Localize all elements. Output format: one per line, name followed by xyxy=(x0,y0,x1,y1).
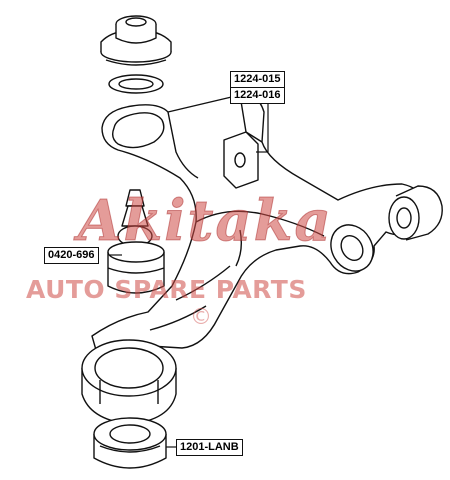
watermark-tagline: AUTO SPARE PARTS xyxy=(26,275,307,304)
watermark-brand-mark: © xyxy=(190,305,212,330)
front-bushing-mounted xyxy=(81,339,177,425)
control-arm xyxy=(91,93,430,351)
upper-arm-part-1: 1224-015 xyxy=(234,73,281,85)
front-bushing-exploded xyxy=(93,417,167,469)
ball-joint-part-label: 0420-696 xyxy=(44,247,99,264)
washer-ring xyxy=(108,74,164,94)
top-bushing xyxy=(100,15,172,66)
ball-joint xyxy=(107,189,165,294)
rear-bushing-exploded xyxy=(388,185,443,241)
upper-arm-part-label: 1224-015 1224-016 xyxy=(230,71,285,104)
rear-bushing-mounted xyxy=(330,224,374,272)
upper-arm-part-2: 1224-016 xyxy=(231,87,284,103)
bushing-part-label: 1201-LANB xyxy=(176,439,243,456)
watermark-logo: Akitaka xyxy=(78,188,333,255)
